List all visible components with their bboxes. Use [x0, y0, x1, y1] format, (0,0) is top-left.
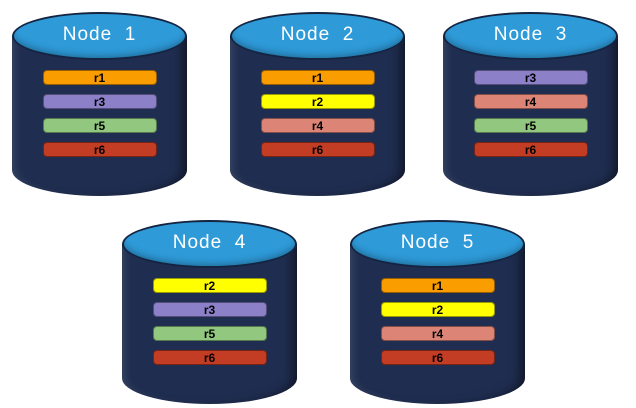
node-cylinder-1: Node 1 r1 r3 r5 r6	[12, 12, 187, 196]
node-label: Node 4	[172, 232, 247, 253]
node-label: Node 3	[493, 24, 568, 45]
cylinder-top-ellipse: Node 1	[12, 12, 187, 60]
node-label: Node 1	[62, 24, 137, 45]
cylinder-top-ellipse: Node 3	[443, 12, 618, 60]
node-cylinder-4: Node 4 r2 r3 r5 r6	[122, 220, 297, 404]
node-cylinder-2: Node 2 r1 r2 r4 r6	[230, 12, 405, 196]
cylinder-body	[122, 244, 297, 404]
replica-bar-r2: r2	[152, 278, 267, 293]
cylinder-body	[12, 36, 187, 196]
replica-bar-r6: r6	[152, 350, 267, 365]
cylinder-top-ellipse: Node 4	[122, 220, 297, 268]
replica-bar-r6: r6	[42, 142, 157, 157]
replica-bar-r2: r2	[260, 94, 375, 109]
node-cylinder-3: Node 3 r3 r4 r5 r6	[443, 12, 618, 196]
replica-bar-r3: r3	[152, 302, 267, 317]
replica-bar-r4: r4	[260, 118, 375, 133]
replica-bar-r6: r6	[473, 142, 588, 157]
replica-bar-r6: r6	[380, 350, 495, 365]
replica-list: r1 r3 r5 r6	[12, 70, 187, 157]
replica-bar-r3: r3	[42, 94, 157, 109]
replica-list: r3 r4 r5 r6	[443, 70, 618, 157]
cylinder-body	[443, 36, 618, 196]
replica-bar-r5: r5	[42, 118, 157, 133]
cylinder-body	[230, 36, 405, 196]
replica-list: r1 r2 r4 r6	[230, 70, 405, 157]
replica-bar-r1: r1	[380, 278, 495, 293]
cylinder-top-ellipse: Node 2	[230, 12, 405, 60]
cylinder-body	[350, 244, 525, 404]
replica-bar-r1: r1	[260, 70, 375, 85]
replica-bar-r5: r5	[473, 118, 588, 133]
replica-bar-r2: r2	[380, 302, 495, 317]
replica-bar-r4: r4	[473, 94, 588, 109]
replica-bar-r1: r1	[42, 70, 157, 85]
replica-bar-r3: r3	[473, 70, 588, 85]
node-cylinder-5: Node 5 r1 r2 r4 r6	[350, 220, 525, 404]
replica-bar-r4: r4	[380, 326, 495, 341]
node-label: Node 5	[400, 232, 475, 253]
replica-bar-r5: r5	[152, 326, 267, 341]
replica-list: r2 r3 r5 r6	[122, 278, 297, 365]
replica-bar-r6: r6	[260, 142, 375, 157]
replica-list: r1 r2 r4 r6	[350, 278, 525, 365]
node-label: Node 2	[280, 24, 355, 45]
cylinder-top-ellipse: Node 5	[350, 220, 525, 268]
